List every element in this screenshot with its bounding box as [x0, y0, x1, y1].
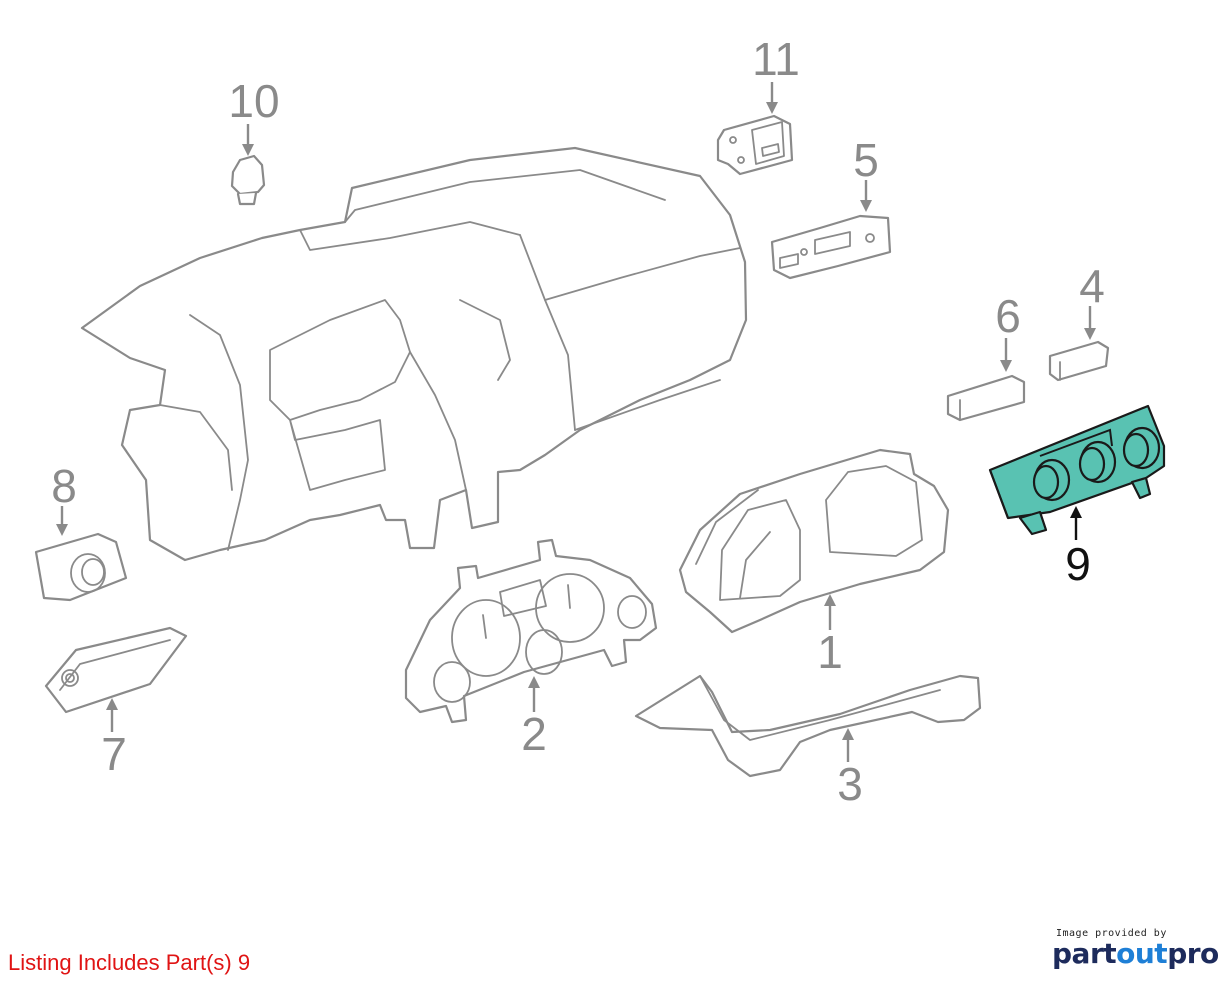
part-9-climate-control[interactable] [988, 404, 1166, 536]
dashboard-panel [80, 146, 748, 562]
arrowhead-8 [56, 524, 68, 536]
arrowhead-2 [528, 676, 540, 688]
arrowhead-3 [842, 728, 854, 740]
credit-caption: Image provided by [1056, 928, 1167, 939]
part-6-block[interactable] [946, 374, 1026, 422]
logo-part-2: out [1116, 937, 1168, 970]
arrowhead-1 [824, 594, 836, 606]
part-2-instrument-cluster[interactable] [404, 538, 658, 724]
part-3-trim-panel[interactable] [634, 674, 982, 778]
part-1-cluster-bezel[interactable] [678, 448, 950, 634]
callout-3: 3 [837, 758, 863, 810]
arrowhead-5 [860, 200, 872, 212]
callout-6: 6 [995, 290, 1021, 342]
arrowhead-7 [106, 698, 118, 710]
callout-4: 4 [1079, 260, 1105, 312]
listing-note: Listing Includes Part(s) 9 [8, 950, 251, 975]
part-4-block[interactable] [1048, 340, 1110, 382]
callout-5: 5 [853, 134, 879, 186]
part-5-control-module[interactable] [770, 214, 892, 280]
part-8-switch[interactable] [34, 532, 128, 602]
image-credit: Image provided by partoutpro [1052, 928, 1219, 970]
callout-9: 9 [1065, 538, 1091, 590]
part-10-sensor[interactable] [230, 154, 266, 206]
callout-2: 2 [521, 708, 547, 760]
callout-numbers: 10 11 5 6 4 8 7 2 1 3 9 [51, 33, 1105, 810]
callout-8: 8 [51, 460, 77, 512]
arrowhead-11 [766, 102, 778, 114]
arrowhead-10 [242, 144, 254, 156]
logo-part-1: part [1052, 937, 1117, 970]
arrowhead-9 [1070, 506, 1082, 518]
part-7-lamp[interactable] [44, 626, 188, 714]
callout-10: 10 [228, 75, 279, 127]
callout-7: 7 [101, 728, 127, 780]
callout-11: 11 [752, 33, 800, 85]
callout-leaders [56, 82, 1096, 762]
partoutpro-logo: partoutpro [1052, 937, 1219, 970]
logo-part-3: pro [1167, 937, 1219, 970]
arrowhead-6 [1000, 360, 1012, 372]
part-11-switch[interactable] [716, 114, 794, 176]
arrowhead-4 [1084, 328, 1096, 340]
callout-1: 1 [817, 626, 843, 678]
